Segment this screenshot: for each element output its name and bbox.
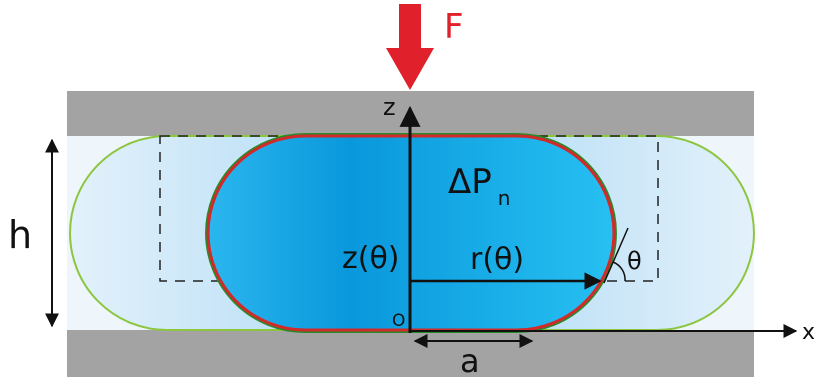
theta-label: θ bbox=[627, 247, 642, 275]
pressure-main: ΔP bbox=[448, 162, 492, 202]
x-axis-label: x bbox=[802, 320, 815, 345]
height-label: h bbox=[8, 213, 32, 257]
origin-label: O bbox=[392, 311, 405, 331]
theta-arc bbox=[612, 261, 626, 282]
force-label: F bbox=[444, 7, 464, 47]
z-axis-label: z bbox=[383, 93, 396, 121]
contact-radius-label: a bbox=[460, 342, 480, 378]
force-arrow bbox=[386, 4, 434, 90]
pressure-subscript: n bbox=[498, 186, 511, 210]
r-theta-label: r(θ) bbox=[470, 242, 524, 277]
tangent-line bbox=[603, 227, 629, 284]
z-theta-label: z(θ) bbox=[342, 241, 400, 276]
bottom-plate bbox=[67, 330, 754, 377]
